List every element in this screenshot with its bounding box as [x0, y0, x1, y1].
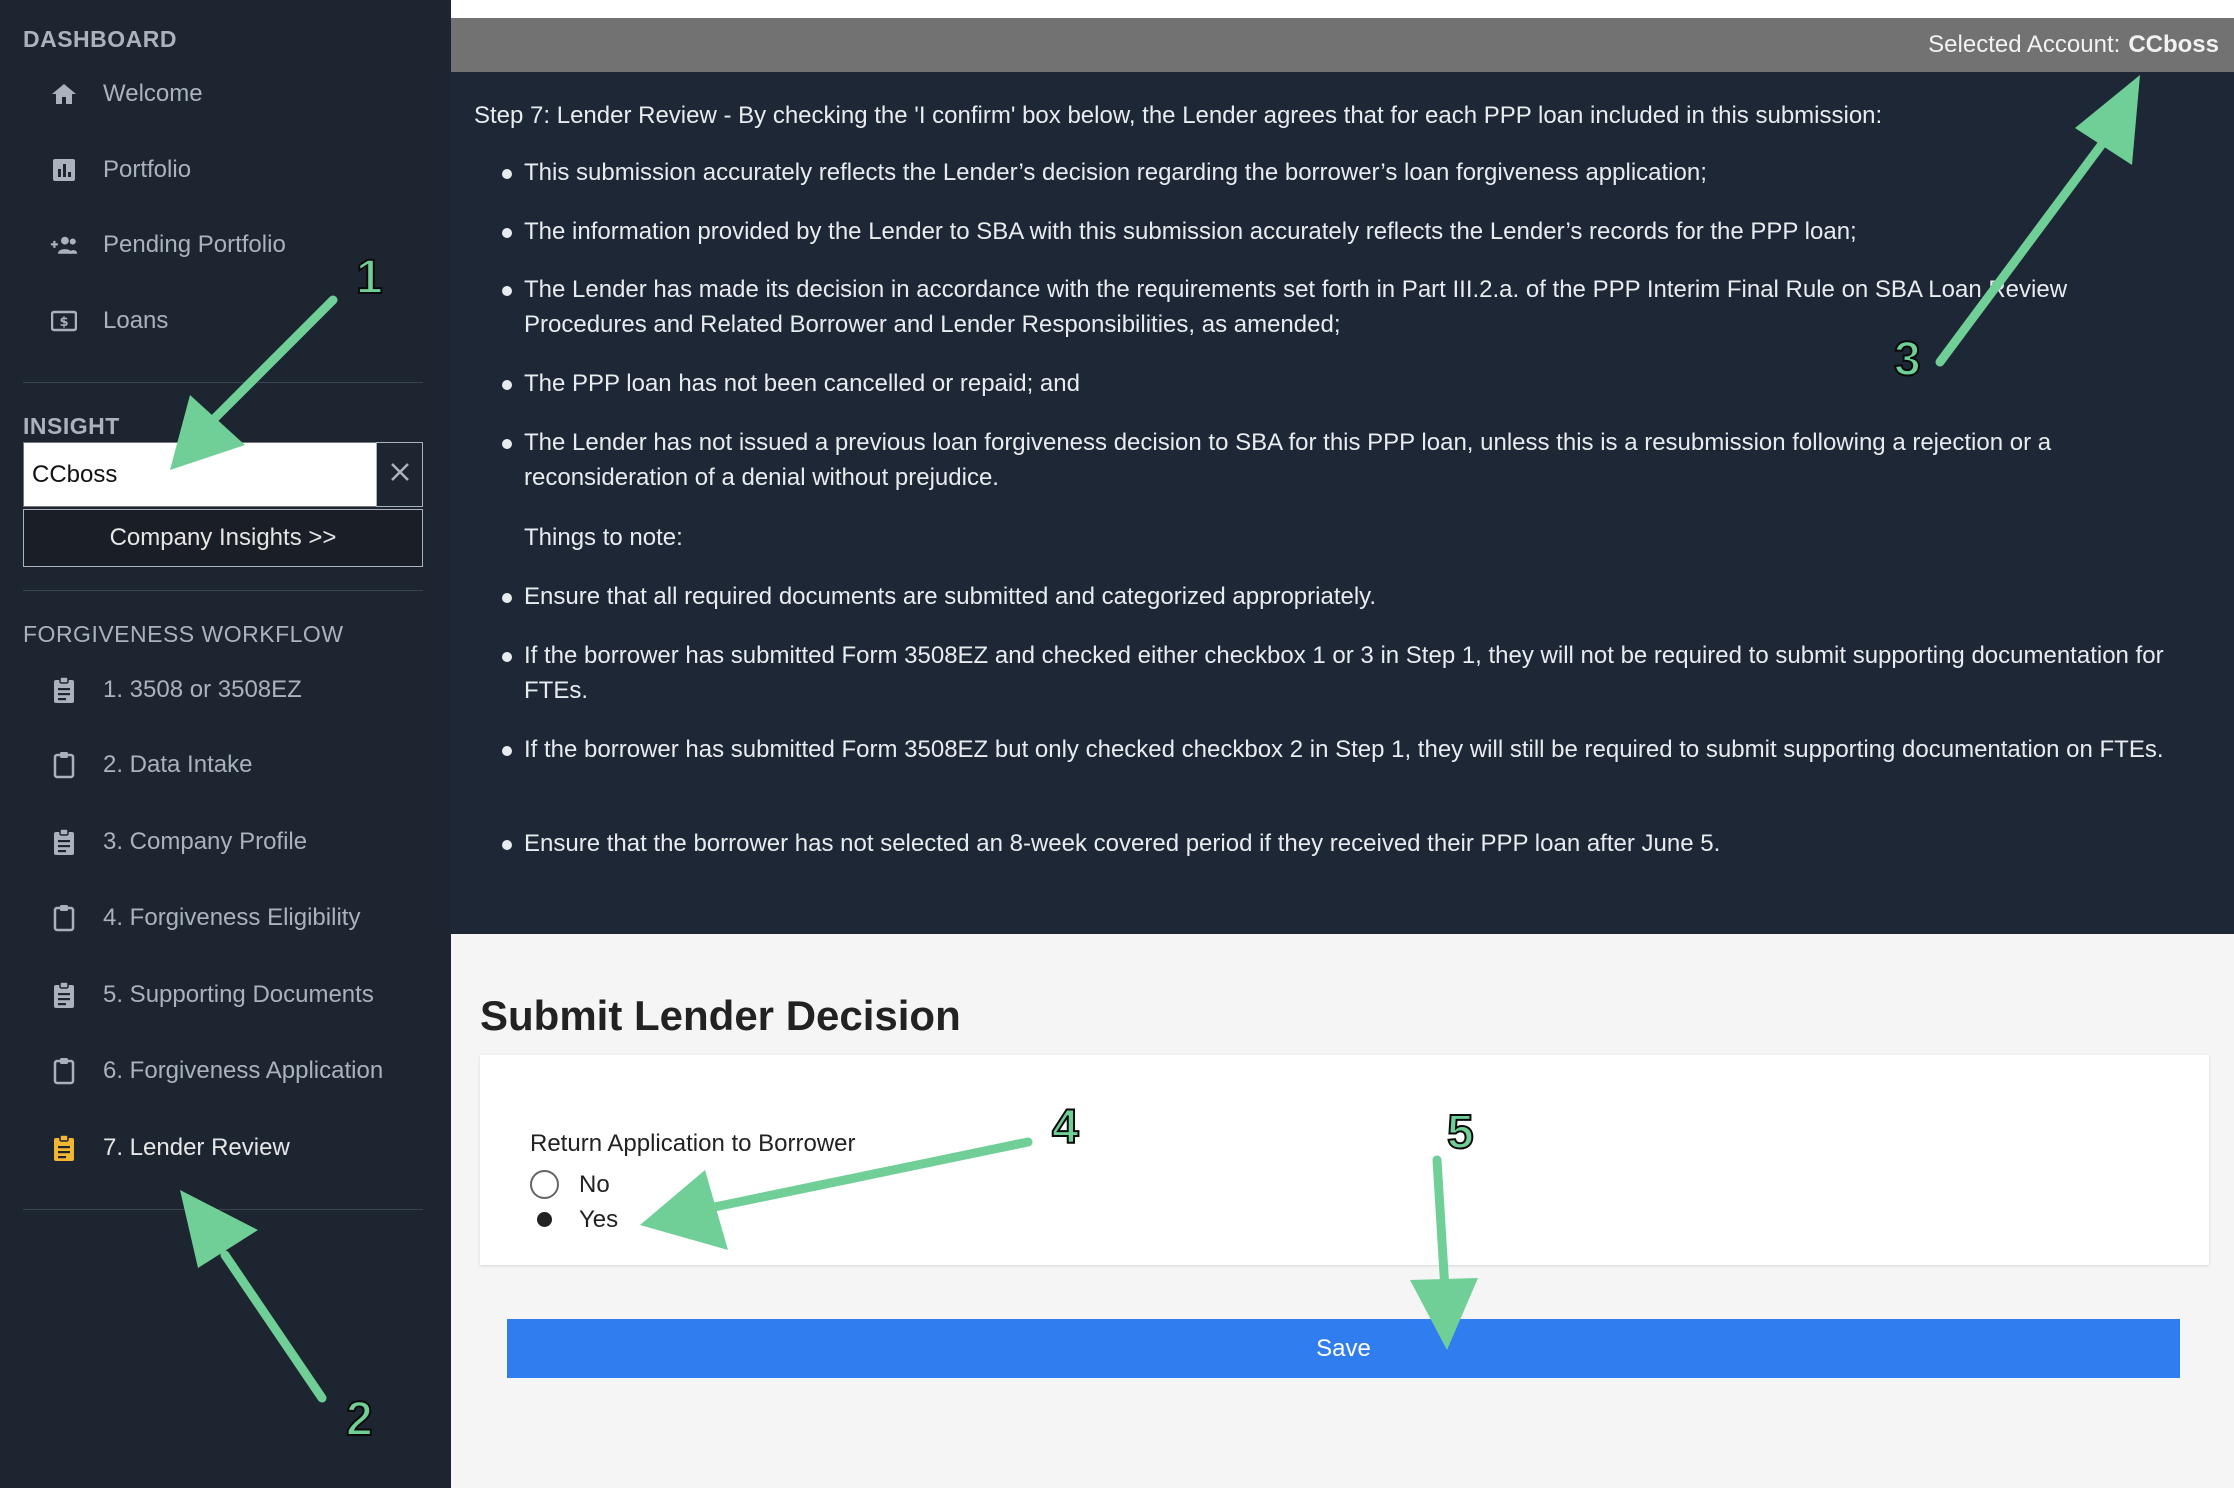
- info-bullet: The Lender has not issued a previous loa…: [502, 425, 2194, 495]
- sidebar-item-forgiveness-application[interactable]: 6. Forgiveness Application: [0, 1041, 451, 1101]
- radio-option-yes[interactable]: Yes: [530, 1205, 618, 1234]
- info-bullet: This submission accurately reflects the …: [502, 155, 2194, 190]
- workflow-heading: FORGIVENESS WORKFLOW: [23, 621, 344, 647]
- clipboard-list-icon: [50, 1134, 78, 1162]
- insight-heading: INSIGHT: [23, 413, 120, 439]
- sidebar-divider: [23, 1209, 423, 1210]
- home-icon: [50, 80, 78, 108]
- sidebar-divider: [23, 590, 423, 591]
- sidebar-item-3508[interactable]: 1. 3508 or 3508EZ: [0, 660, 451, 720]
- things-to-note: Things to note:: [524, 524, 683, 551]
- sidebar-item-lender-review[interactable]: 7. Lender Review: [0, 1118, 451, 1178]
- sidebar-item-label: 1. 3508 or 3508EZ: [103, 676, 302, 703]
- sidebar-item-supporting-documents[interactable]: 5. Supporting Documents: [0, 965, 451, 1025]
- svg-text:$: $: [59, 315, 68, 330]
- clipboard-icon: [50, 1057, 78, 1085]
- sidebar-item-label: Loans: [103, 307, 169, 334]
- info-intro: Step 7: Lender Review - By checking the …: [474, 102, 1883, 129]
- clipboard-list-icon: [50, 676, 78, 704]
- annotation-label-1: 1: [355, 250, 384, 305]
- sidebar-item-label: Pending Portfolio: [103, 231, 286, 258]
- radio-yes[interactable]: [530, 1205, 559, 1234]
- sidebar-divider: [23, 382, 423, 383]
- top-strip: [451, 0, 2234, 18]
- annotation-label-3: 3: [1893, 332, 1922, 387]
- info-bullet: The Lender has made its decision in acco…: [502, 272, 2194, 342]
- save-button[interactable]: Save: [507, 1319, 2180, 1378]
- note-bullet: Ensure that all required documents are s…: [502, 579, 2194, 614]
- dashboard-heading: DASHBOARD: [23, 26, 177, 52]
- sidebar-item-company-profile[interactable]: 3. Company Profile: [0, 812, 451, 872]
- sidebar-item-data-intake[interactable]: 2. Data Intake: [0, 735, 451, 795]
- sidebar-item-welcome[interactable]: Welcome: [0, 64, 451, 124]
- bar-chart-icon: [50, 156, 78, 184]
- lender-review-info-panel: Step 7: Lender Review - By checking the …: [451, 72, 2234, 934]
- annotation-label-4: 4: [1051, 1100, 1080, 1155]
- sidebar-item-portfolio[interactable]: Portfolio: [0, 140, 451, 200]
- sidebar-item-loans[interactable]: $ Loans: [0, 291, 451, 351]
- sidebar-item-forgiveness-eligibility[interactable]: 4. Forgiveness Eligibility: [0, 888, 451, 948]
- info-bullet: The PPP loan has not been cancelled or r…: [502, 366, 2194, 401]
- sidebar-item-label: 3. Company Profile: [103, 828, 308, 855]
- return-application-label: Return Application to Borrower: [530, 1130, 856, 1157]
- annotation-label-2: 2: [345, 1392, 374, 1447]
- users-add-icon: [50, 231, 78, 259]
- radio-yes-label: Yes: [579, 1205, 619, 1233]
- radio-no[interactable]: [530, 1170, 559, 1199]
- note-bullet: Ensure that the borrower has not selecte…: [502, 826, 2194, 861]
- decision-card: Return Application to Borrower No Yes: [480, 1055, 2209, 1265]
- account-label: Selected Account:: [1928, 31, 2121, 58]
- note-bullet: If the borrower has submitted Form 3508E…: [502, 638, 2194, 708]
- annotation-label-5: 5: [1446, 1105, 1475, 1160]
- radio-option-no[interactable]: No: [530, 1170, 610, 1199]
- sidebar-item-label: 7. Lender Review: [103, 1134, 290, 1161]
- info-bullet: The information provided by the Lender t…: [502, 214, 2194, 249]
- account-value: CCboss: [2128, 31, 2219, 58]
- submit-decision-title: Submit Lender Decision: [480, 992, 961, 1039]
- radio-no-label: No: [579, 1170, 610, 1198]
- sidebar-item-pending-portfolio[interactable]: Pending Portfolio: [0, 215, 451, 275]
- sidebar-item-label: 2. Data Intake: [103, 751, 253, 778]
- sidebar-item-label: 4. Forgiveness Eligibility: [103, 904, 361, 931]
- sidebar-item-label: Welcome: [103, 80, 203, 107]
- clipboard-icon: [50, 751, 78, 779]
- clipboard-list-icon: [50, 828, 78, 856]
- sidebar-item-label: 5. Supporting Documents: [103, 981, 374, 1008]
- selected-account-bar: Selected Account: CCboss: [451, 18, 2234, 72]
- sidebar-item-label: Portfolio: [103, 156, 192, 183]
- insight-search-input[interactable]: [23, 442, 377, 507]
- clear-search-button[interactable]: [376, 442, 423, 507]
- clipboard-list-icon: [50, 981, 78, 1009]
- company-insights-button[interactable]: Company Insights >>: [23, 509, 423, 567]
- sidebar: DASHBOARD Welcome Portfolio Pending Port…: [0, 0, 451, 1488]
- clipboard-icon: [50, 904, 78, 932]
- note-bullet: If the borrower has submitted Form 3508E…: [502, 732, 2194, 767]
- sidebar-item-label: 6. Forgiveness Application: [103, 1057, 384, 1084]
- dollar-bill-icon: $: [50, 307, 78, 335]
- close-icon: [390, 462, 410, 487]
